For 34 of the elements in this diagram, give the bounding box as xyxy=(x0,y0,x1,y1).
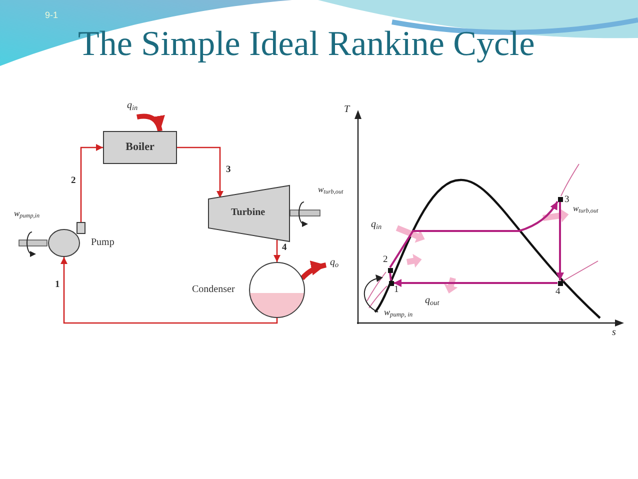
flow-line xyxy=(274,240,280,262)
work-label: w$_{turb,out}$ xyxy=(573,204,598,212)
flow-line xyxy=(60,257,278,324)
heat-label: q$_{o}$ xyxy=(330,258,339,268)
state-number: 4 xyxy=(556,288,560,298)
process-line xyxy=(389,272,392,281)
heat-label: q$_{in}$ xyxy=(371,220,382,230)
process-line xyxy=(389,201,558,268)
axis-label: T xyxy=(344,105,350,115)
slide-title: The Simple Ideal Rankine Cycle xyxy=(78,26,535,61)
heat-arrow xyxy=(136,114,164,132)
component-label: Pump xyxy=(91,238,114,248)
state-number: 3 xyxy=(564,196,570,205)
process-line xyxy=(394,279,558,287)
state-number: 2 xyxy=(383,256,388,266)
work-label: w$_{pump,in}$ xyxy=(14,209,40,218)
work-label: w$_{turb,out}$ xyxy=(318,185,344,194)
component-label: Turbine xyxy=(231,208,266,218)
component-label: Condenser xyxy=(192,285,235,295)
process-line xyxy=(556,202,564,280)
axis-label: s xyxy=(612,328,616,338)
slide-number: 9-1 xyxy=(45,11,58,20)
flow-line xyxy=(177,146,224,198)
state-number: 1 xyxy=(55,281,60,290)
heat-label: q$_{in}$ xyxy=(127,101,138,111)
state-number: 1 xyxy=(394,286,399,296)
work-label: w$_{pump, in}$ xyxy=(384,308,413,317)
state-number: 2 xyxy=(71,177,76,186)
state-number: 4 xyxy=(282,244,287,254)
flow-line xyxy=(80,144,103,222)
heat-label: q$_{out}$ xyxy=(425,296,440,306)
boiler-box: Boiler xyxy=(103,131,177,164)
heat-arrow xyxy=(300,260,327,280)
state-number: 3 xyxy=(226,166,231,176)
